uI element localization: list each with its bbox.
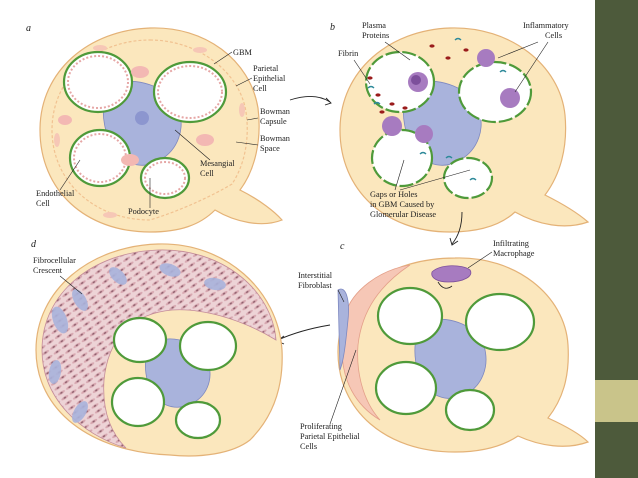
panel-a-podocytes xyxy=(58,66,214,166)
arrow-b-to-c-head xyxy=(449,237,459,246)
panel-b: b xyxy=(330,21,590,246)
label-proliferating-2: Parietal Epithelial xyxy=(300,432,360,441)
label-parietal-3: Cell xyxy=(253,84,268,93)
panel-b-leader-lines xyxy=(353,41,549,191)
label-inflammatory-1: Inflammatory xyxy=(523,21,569,30)
panel-c-macrophage xyxy=(431,265,472,289)
label-fibro-1: Fibrocellular xyxy=(33,256,76,265)
panel-a: a xyxy=(26,23,332,233)
panel-c: c Infiltrating Macrophage Interstitial F… xyxy=(276,239,590,453)
panel-d-labels: Fibrocellular Crescent xyxy=(33,256,76,275)
label-mesangial-1: Mesangial xyxy=(200,159,235,168)
panel-a-labels: GBM Parietal Epithelial Cell Bowman Caps… xyxy=(36,48,291,216)
panel-b-inflammatory-cells xyxy=(382,49,520,143)
panel-b-plasma-proteins xyxy=(367,44,469,114)
label-bowman-capsule-2: Capsule xyxy=(260,117,287,126)
panel-c-letter: c xyxy=(340,241,345,252)
panel-c-leader-lines xyxy=(329,251,493,425)
label-fibrin: Fibrin xyxy=(338,49,359,58)
label-plasma-1: Plasma xyxy=(362,21,386,30)
label-interstitial-1: Interstitial xyxy=(298,271,333,280)
panel-d-leader-line xyxy=(59,275,83,295)
label-endothelial-2: Cell xyxy=(36,199,51,208)
label-bowman-space-2: Space xyxy=(260,144,280,153)
panel-b-fibrin xyxy=(367,37,507,181)
label-gaps-1: Gaps or Holes xyxy=(370,190,417,199)
label-gbm: GBM xyxy=(233,48,253,57)
label-proliferating-1: Proliferating xyxy=(300,422,342,431)
panel-a-leader-lines xyxy=(59,51,259,208)
label-mesangial-2: Cell xyxy=(200,169,215,178)
arrow-c-to-d xyxy=(277,324,331,341)
label-infiltrating-1: Infiltrating xyxy=(493,239,529,248)
label-gaps-3: Glomerular Disease xyxy=(370,210,436,219)
crescent-blue-cells xyxy=(48,263,226,423)
label-inflammatory-2: Cells xyxy=(545,31,562,40)
slide-side-accent xyxy=(595,380,638,422)
panel-d-letter: d xyxy=(31,239,37,250)
arrow-a-to-b xyxy=(289,96,331,103)
panel-d: d Fibrocellular Crescen xyxy=(31,239,283,457)
label-endothelial-1: Endothelial xyxy=(36,189,75,198)
panel-c-capillary-loops xyxy=(374,286,536,432)
label-parietal-1: Parietal xyxy=(253,64,279,73)
panel-a-letter: a xyxy=(26,23,31,34)
label-bowman-space-1: Bowman xyxy=(260,134,291,143)
label-interstitial-2: Fibroblast xyxy=(298,281,332,290)
arrow-a-to-b-head xyxy=(324,97,332,106)
panel-a-capillary-loops xyxy=(62,50,228,200)
label-bowman-capsule-1: Bowman xyxy=(260,107,291,116)
panel-c-labels: Infiltrating Macrophage Interstitial Fib… xyxy=(298,239,535,451)
label-podocyte: Podocyte xyxy=(128,207,159,216)
label-parietal-2: Epithelial xyxy=(253,74,286,83)
label-proliferating-3: Cells xyxy=(300,442,317,451)
label-fibro-2: Crescent xyxy=(33,266,63,275)
label-gaps-2: in GBM Caused by xyxy=(370,200,435,209)
panel-b-labels: Plasma Proteins Inflammatory Cells Fibri… xyxy=(338,21,569,219)
panel-d-capillary-loops xyxy=(110,316,238,440)
panel-b-letter: b xyxy=(330,22,335,33)
arrow-b-to-c xyxy=(451,211,463,245)
label-infiltrating-2: Macrophage xyxy=(493,249,535,258)
fibrocellular-crescent xyxy=(41,249,277,449)
label-plasma-2: Proteins xyxy=(362,31,389,40)
panel-a-parietal-cells xyxy=(54,45,245,218)
